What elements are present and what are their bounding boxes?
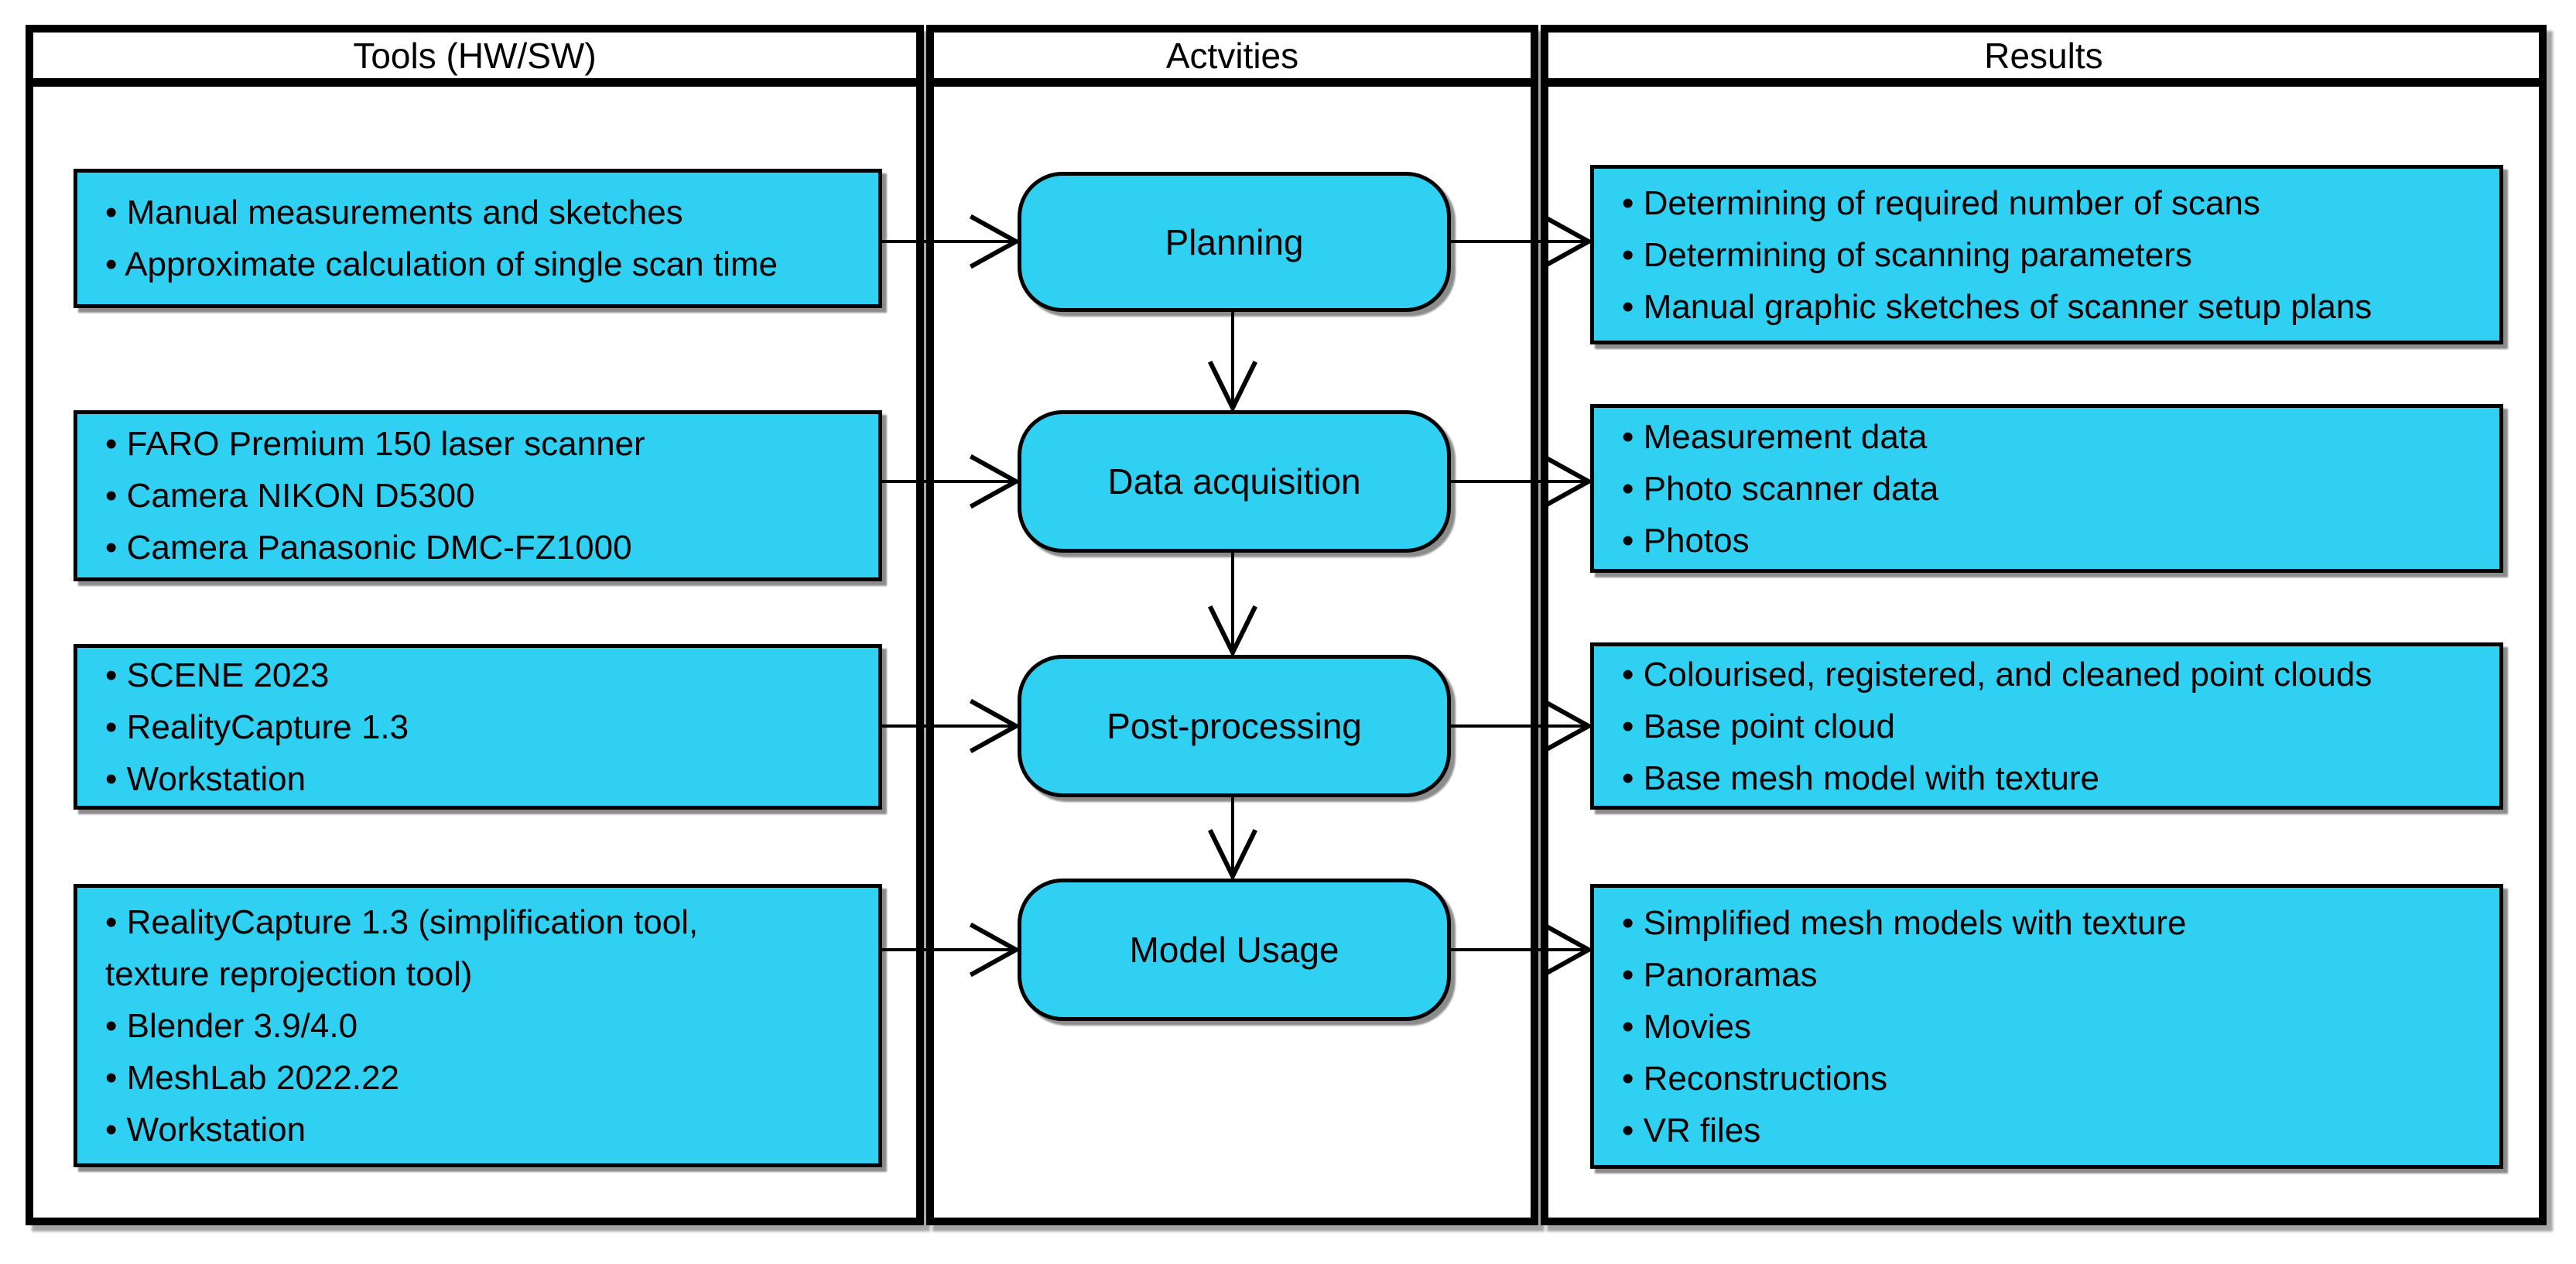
bullet-line: • MeshLab 2022.22 [105, 1058, 399, 1097]
tools-box-model-usage: • RealityCapture 1.3 (simplification too… [74, 884, 882, 1167]
activity-data-acquisition: Data acquisition [1018, 410, 1451, 553]
bullet-line: • Measurement data [1622, 417, 1928, 456]
bullet-line: • Reconstructions [1622, 1059, 1888, 1098]
bullet-line: • Base mesh model with texture [1622, 759, 2100, 797]
activity-model-usage: Model Usage [1018, 879, 1451, 1021]
activities-column-title: Actvities [1165, 35, 1299, 76]
bullet-line: • Photos [1622, 521, 1750, 560]
results-box-planning: • Determining of required number of scan… [1590, 165, 2503, 344]
results-box-data-acquisition: • Measurement data • Photo scanner data … [1590, 404, 2503, 573]
tools-column-header: Tools (HW/SW) [33, 33, 916, 87]
bullet-line: • FARO Premium 150 laser scanner [105, 425, 645, 463]
activity-label: Post-processing [1107, 706, 1362, 746]
bullet-line: • Manual measurements and sketches [105, 194, 683, 231]
bullet-line: • Determining of scanning parameters [1622, 235, 2192, 274]
bullet-line: • Panoramas [1622, 955, 1818, 994]
tools-box-data-acquisition: • FARO Premium 150 laser scanner • Camer… [74, 410, 882, 581]
results-box-post-processing: • Colourised, registered, and cleaned po… [1590, 642, 2503, 810]
bullet-line: • Camera NIKON D5300 [105, 477, 475, 515]
bullet-line: • Approximate calculation of single scan… [105, 245, 778, 283]
activity-planning: Planning [1018, 172, 1451, 312]
bullet-line: • SCENE 2023 [105, 656, 330, 694]
bullet-line: • Photo scanner data [1622, 469, 1939, 508]
bullet-line: • Base point cloud [1622, 707, 1895, 745]
bullet-line: • RealityCapture 1.3 [105, 707, 409, 746]
activities-column-header: Actvities [934, 33, 1531, 87]
results-box-model-usage: • Simplified mesh models with texture • … [1590, 884, 2503, 1169]
bullet-line: • VR files [1622, 1111, 1761, 1149]
activity-label: Planning [1165, 221, 1304, 262]
bullet-line: • Workstation [105, 1110, 306, 1149]
tools-column-title: Tools (HW/SW) [353, 35, 597, 76]
results-column-title: Results [1984, 35, 2103, 76]
bullet-line: • Simplified mesh models with texture [1622, 903, 2187, 942]
bullet-line: • Blender 3.9/4.0 [105, 1006, 358, 1045]
bullet-line: • Manual graphic sketches of scanner set… [1622, 287, 2372, 326]
bullet-line: texture reprojection tool) [105, 954, 473, 993]
activity-post-processing: Post-processing [1018, 655, 1451, 797]
bullet-line: • Workstation [105, 759, 306, 798]
tools-box-post-processing: • SCENE 2023 • RealityCapture 1.3 • Work… [74, 644, 882, 810]
bullet-line: • Camera Panasonic DMC-FZ1000 [105, 529, 632, 567]
bullet-line: • Determining of required number of scan… [1622, 183, 2260, 222]
results-column-header: Results [1548, 33, 2539, 87]
activity-label: Model Usage [1129, 930, 1339, 970]
bullet-line: • Movies [1622, 1007, 1751, 1046]
activity-label: Data acquisition [1107, 461, 1361, 502]
bullet-line: • Colourised, registered, and cleaned po… [1622, 655, 2372, 694]
tools-box-planning: • Manual measurements and sketches • App… [74, 169, 882, 308]
bullet-line: • RealityCapture 1.3 (simplification too… [105, 903, 699, 941]
